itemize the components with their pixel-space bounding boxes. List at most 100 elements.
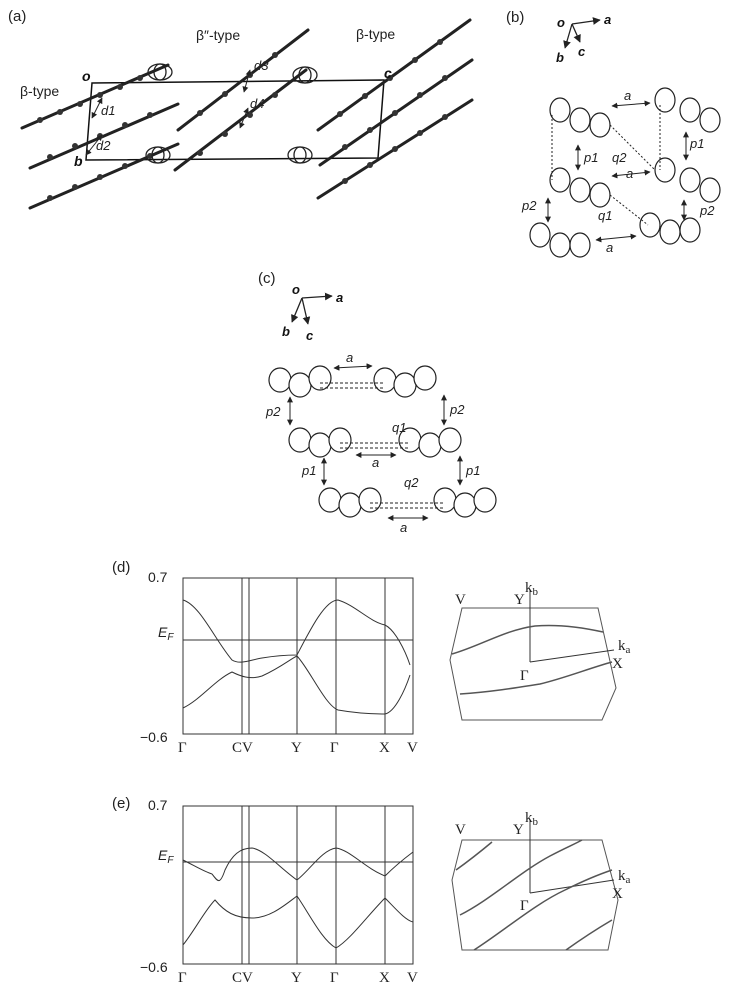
a-label-b-1: a — [624, 88, 631, 103]
q1-label-b: q1 — [598, 208, 612, 223]
arrows-c — [287, 363, 463, 521]
axis-b-label-c: b — [282, 324, 290, 339]
beta-type-left-label: β-type — [20, 83, 59, 99]
p1-label-b-2: p1 — [689, 136, 704, 151]
tick-cv-e: CV — [232, 970, 253, 986]
brillouin-zone-d — [449, 607, 617, 721]
tick-y-d: Y — [291, 740, 302, 756]
a-label-c-2: a — [372, 455, 379, 470]
fs-kb-label-d: kb — [525, 580, 539, 598]
q2-label-b: q2 — [612, 150, 627, 165]
panel-e-label: (e) — [112, 795, 130, 812]
lower-band-d — [182, 655, 411, 715]
x-ticks-d: Γ CV Y Γ X V — [178, 740, 418, 756]
arrows-b — [545, 100, 689, 243]
a-label-c-3: a — [400, 520, 407, 535]
axis-b-label-a: b — [74, 153, 83, 169]
panel-c-label: (c) — [258, 270, 276, 287]
fs-ka-label-d: ka — [618, 638, 631, 656]
fs-ka-label-e: ka — [618, 868, 631, 886]
axis-o-label-c: o — [292, 282, 300, 297]
fs-y-label-e: Y — [513, 822, 524, 838]
tick-gamma2-d: Γ — [330, 740, 339, 756]
q1-label-c: q1 — [392, 420, 406, 435]
ef-label-d: EF — [158, 624, 174, 643]
d3-label: d3 — [254, 58, 269, 73]
tick-v-e: V — [407, 970, 418, 986]
d1-label: d1 — [101, 103, 115, 118]
contacts-c — [320, 382, 445, 509]
molecules-c — [268, 365, 497, 518]
p2-label-c-2: p2 — [449, 402, 465, 417]
tick-gamma-d: Γ — [178, 740, 187, 756]
a-label-b-2: a — [626, 166, 633, 181]
beta-dprime-label: β″-type — [196, 27, 240, 43]
fs-v-label-e: V — [455, 822, 466, 838]
y-top-label-e: 0.7 — [148, 797, 168, 813]
tick-y-e: Y — [291, 970, 302, 986]
fs-lower-d — [459, 661, 613, 695]
a-label-c-1: a — [346, 350, 353, 365]
axis-c-label-b: c — [578, 44, 586, 59]
panel-e-band-plot: 0.7 −0.6 EF Γ CV Y Γ X V — [140, 797, 418, 986]
panel-c-structure: o a b c a a a p2 p2 p — [265, 282, 497, 535]
kpoint-lines-e — [241, 806, 386, 964]
axis-c-label-c: c — [306, 328, 314, 343]
axis-a-label-b: a — [604, 12, 611, 27]
p1-label-c-1: p1 — [301, 463, 316, 478]
lower-band-e — [182, 895, 414, 949]
ef-label-e: EF — [158, 847, 174, 866]
beta-type-right-label: β-type — [356, 26, 395, 42]
panel-d-label: (d) — [112, 559, 130, 576]
panel-d-band-plot: 0.7 −0.6 EF Γ CV Y Γ X V — [140, 569, 418, 756]
p2-label-b-2: p2 — [699, 203, 715, 218]
axis-o-label-a: o — [82, 68, 91, 84]
kpoint-lines-d — [241, 578, 386, 734]
band-frame-d — [182, 577, 414, 735]
band-frame-e — [182, 805, 414, 965]
tick-cv-d: CV — [232, 740, 253, 756]
tick-v-d: V — [407, 740, 418, 756]
tick-gamma2-e: Γ — [330, 970, 339, 986]
panel-d-fermi-surface: V Y kb ka X Γ — [449, 580, 631, 721]
tick-x-d: X — [379, 740, 390, 756]
panel-b-structure: o a b c a a a p1 p — [521, 12, 721, 258]
p2-label-b-1: p2 — [521, 198, 537, 213]
y-bottom-label-e: −0.6 — [140, 959, 168, 975]
a-label-b-3: a — [606, 240, 613, 255]
axis-o-label-b: o — [557, 15, 565, 30]
axes-c — [291, 292, 333, 325]
d4-label: d4 — [250, 96, 264, 111]
y-bottom-label-d: −0.6 — [140, 729, 168, 745]
upper-band-d — [182, 599, 411, 666]
panel-a-label: (a) — [8, 8, 27, 25]
fs-x-label-d: X — [612, 656, 623, 672]
anion-clusters-a — [145, 63, 318, 164]
fs-kb-label-e: kb — [525, 810, 539, 828]
molecules-b — [529, 87, 721, 258]
unit-cell-a — [85, 79, 385, 161]
fs-y-label-d: Y — [514, 592, 525, 608]
fs-gamma-label-e: Γ — [520, 898, 529, 914]
d2-label: d2 — [96, 138, 111, 153]
panel-e-fermi-surface: V Y kb ka X Γ — [451, 810, 631, 951]
fs-gamma-label-d: Γ — [520, 668, 529, 684]
contacts-b — [551, 105, 661, 226]
tick-x-e: X — [379, 970, 390, 986]
upper-band-e — [182, 847, 414, 882]
fs-v-label-d: V — [455, 592, 466, 608]
axis-a-label-c: a — [336, 290, 343, 305]
fs-lines-e — [455, 839, 613, 951]
p2-label-c-1: p2 — [265, 404, 281, 419]
ka-axis-d — [529, 649, 615, 663]
brillouin-zone-e — [451, 839, 619, 951]
fs-upper-d — [451, 624, 604, 655]
tick-gamma-e: Γ — [178, 970, 187, 986]
panel-a-structure: β″-type β-type β-type o b c d1 d2 d3 d4 — [20, 18, 474, 210]
panel-b-label: (b) — [506, 9, 524, 26]
y-top-label-d: 0.7 — [148, 569, 168, 585]
q2-label-c: q2 — [404, 475, 419, 490]
axis-b-label-b: b — [556, 50, 564, 65]
p1-label-c-2: p1 — [465, 463, 480, 478]
